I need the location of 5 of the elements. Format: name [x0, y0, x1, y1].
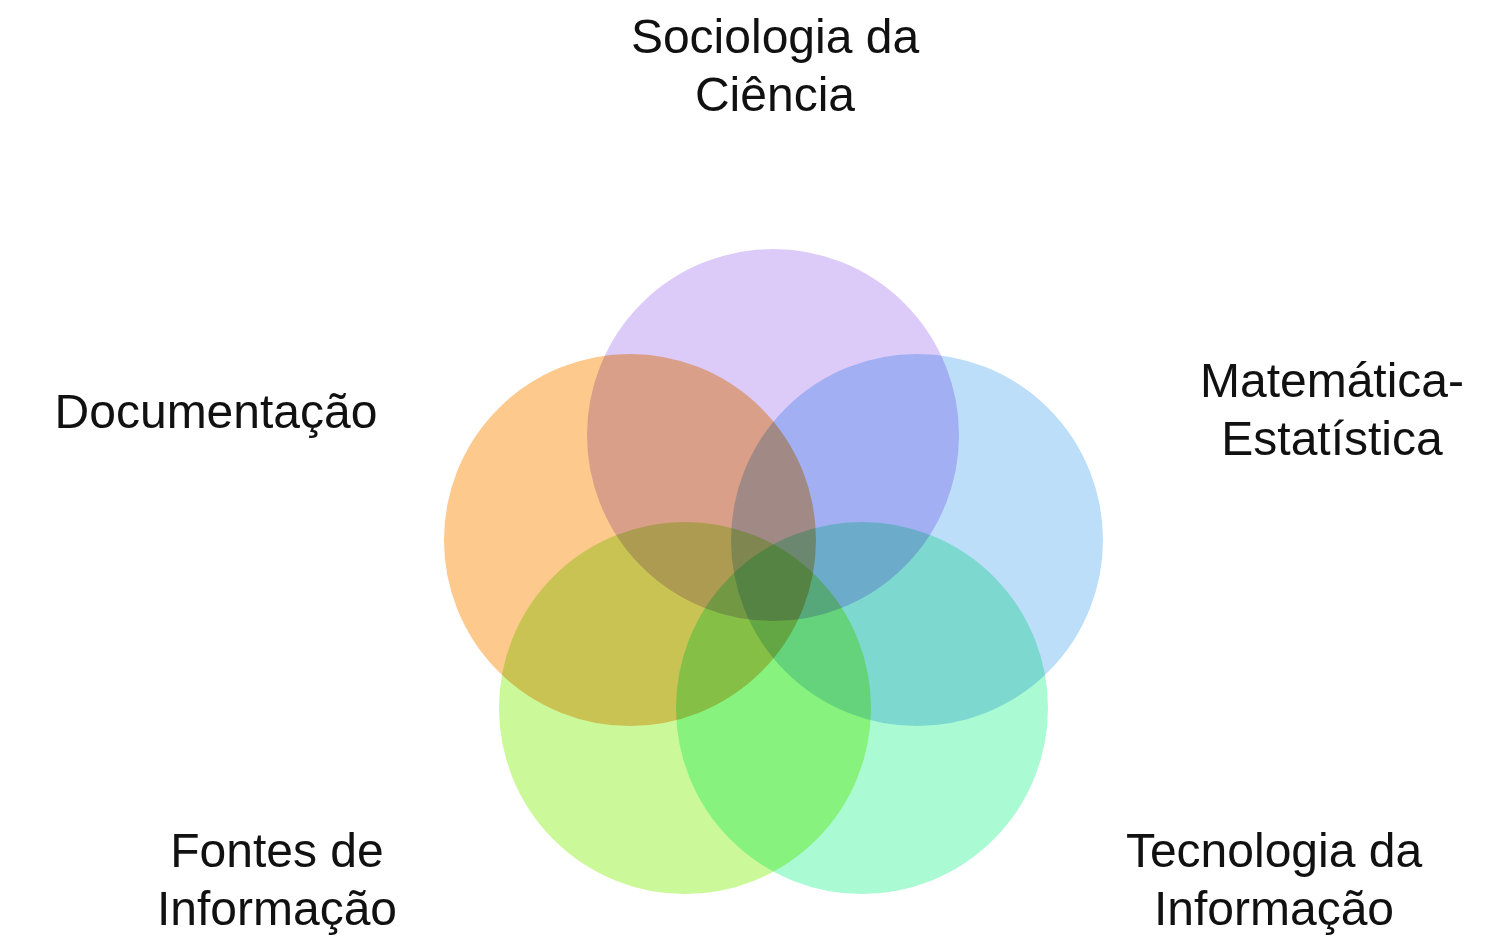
- circle-label: Tecnologia da Informação: [1125, 823, 1423, 937]
- circle-label: Sociologia da Ciência: [630, 9, 920, 123]
- circle-label: Matemática- Estatística: [1199, 353, 1465, 467]
- circle-label: Fontes de Informação: [156, 823, 398, 937]
- circle-label: Documentação: [54, 384, 378, 440]
